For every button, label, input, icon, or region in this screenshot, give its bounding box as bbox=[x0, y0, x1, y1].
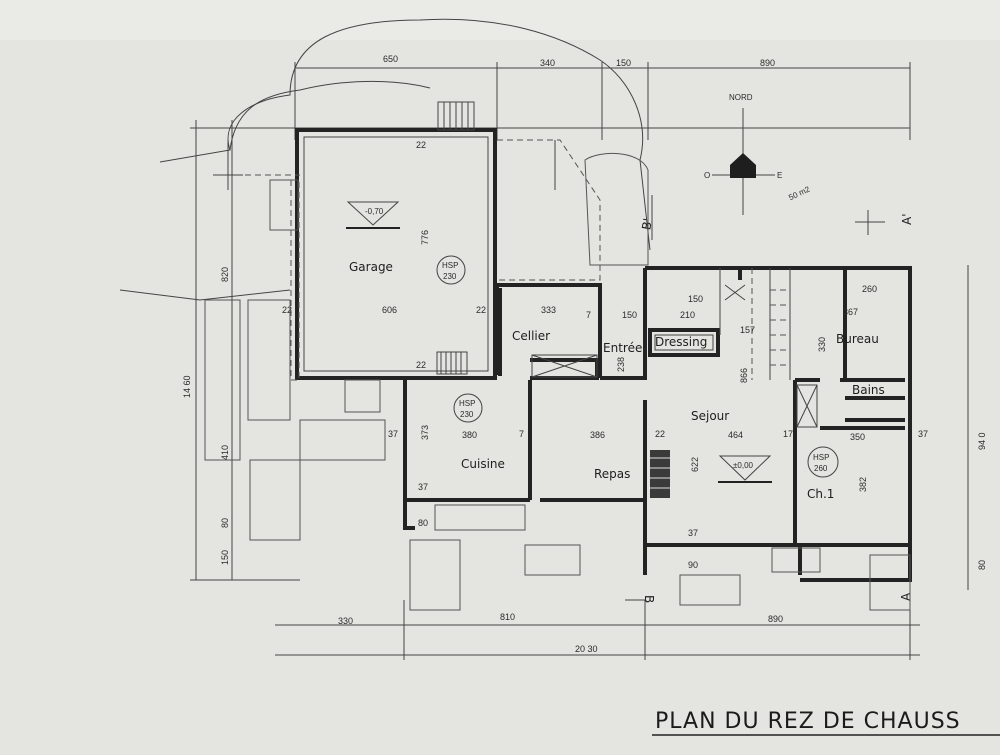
plan-title: PLAN DU REZ DE CHAUSS bbox=[655, 709, 961, 734]
svg-text:7: 7 bbox=[586, 310, 591, 320]
dim-bottom-890: 890 bbox=[768, 614, 783, 624]
cellier-box bbox=[531, 354, 598, 378]
room-label-garage: Garage bbox=[349, 260, 393, 274]
dim-left-820: 820 bbox=[220, 267, 230, 282]
svg-text:22: 22 bbox=[476, 305, 486, 315]
svg-text:230: 230 bbox=[460, 410, 474, 419]
terrace-outline bbox=[497, 139, 601, 281]
svg-text:HSP: HSP bbox=[459, 399, 475, 408]
svg-text:22: 22 bbox=[282, 305, 292, 315]
dim-garage-width: 606 bbox=[382, 305, 397, 315]
svg-text:22: 22 bbox=[416, 360, 426, 370]
dim-left-410: 410 bbox=[220, 445, 230, 460]
svg-text:7: 7 bbox=[519, 429, 524, 439]
svg-text:-0,70: -0,70 bbox=[365, 207, 384, 216]
svg-text:HSP: HSP bbox=[813, 453, 829, 462]
dim-right-940: 94 0 bbox=[977, 432, 987, 450]
dim-entree-height: 238 bbox=[616, 357, 626, 372]
svg-text:B': B' bbox=[639, 217, 655, 231]
svg-text:230: 230 bbox=[443, 272, 457, 281]
dim-sejour-width: 464 bbox=[728, 430, 743, 440]
dim-total: 20 30 bbox=[575, 644, 598, 654]
dim-left-150: 150 bbox=[220, 550, 230, 565]
svg-text:B: B bbox=[642, 595, 656, 603]
svg-text:37: 37 bbox=[418, 482, 428, 492]
dim-top-890: 890 bbox=[760, 58, 775, 68]
svg-text:37: 37 bbox=[388, 429, 398, 439]
dim-chambre-height: 382 bbox=[858, 477, 868, 492]
hearth bbox=[650, 450, 670, 498]
hsp-chambre: HSP 260 bbox=[807, 446, 839, 478]
hsp-cuisine: HSP 230 bbox=[453, 393, 483, 423]
svg-text:HSP: HSP bbox=[442, 261, 458, 270]
svg-text:E: E bbox=[777, 171, 782, 180]
room-label-repas: Repas bbox=[594, 467, 630, 481]
dim-left-80: 80 bbox=[220, 518, 230, 528]
dim-bureau: 367 bbox=[843, 307, 858, 317]
garage-stairs bbox=[436, 351, 468, 375]
dim-dressing: 210 bbox=[680, 310, 695, 320]
dim-cuisine-width: 380 bbox=[462, 430, 477, 440]
room-label-chambre: Ch.1 bbox=[807, 487, 834, 501]
svg-text:150: 150 bbox=[688, 294, 703, 304]
room-label-bureau: Bureau bbox=[836, 332, 879, 346]
sejour-level-marker: ±0,00 bbox=[718, 455, 772, 483]
svg-text:±0,00: ±0,00 bbox=[733, 461, 754, 470]
svg-text:37: 37 bbox=[688, 528, 698, 538]
section-mark-a-top: A' bbox=[855, 210, 914, 235]
dim-top-650: 650 bbox=[383, 54, 398, 64]
section-mark-b-bottom: B bbox=[625, 595, 656, 603]
room-label-entree: Entrée bbox=[603, 341, 642, 355]
room-label-dressing: Dressing bbox=[655, 335, 707, 349]
section-mark-b-top: B' bbox=[639, 195, 655, 240]
svg-text:80: 80 bbox=[418, 518, 428, 528]
dim-entree-width: 150 bbox=[622, 310, 637, 320]
dim-left-1460: 14 60 bbox=[182, 375, 192, 398]
dim-bureau-height: 330 bbox=[817, 337, 827, 352]
svg-text:22: 22 bbox=[655, 429, 665, 439]
bathroom-box bbox=[796, 384, 818, 428]
dim-bottom-810: 810 bbox=[500, 612, 515, 622]
exterior-stairs bbox=[437, 101, 475, 131]
section-mark-a-bottom: A bbox=[899, 592, 913, 601]
dim-chambre-width: 350 bbox=[850, 432, 865, 442]
svg-text:A': A' bbox=[900, 213, 914, 225]
svg-text:260: 260 bbox=[814, 464, 828, 473]
dim-sejour-height: 866 bbox=[739, 368, 749, 383]
room-label-sejour: Sejour bbox=[691, 409, 729, 423]
dim-top-340: 340 bbox=[540, 58, 555, 68]
svg-text:A: A bbox=[899, 592, 913, 601]
svg-text:22: 22 bbox=[416, 140, 426, 150]
stone-walls bbox=[204, 152, 911, 611]
dim-right-80: 80 bbox=[977, 560, 987, 570]
dim-bottom-330: 330 bbox=[338, 616, 353, 626]
dim-garage-height: 776 bbox=[420, 230, 430, 245]
north-arrow: NORD O E 50 m2 bbox=[704, 93, 812, 215]
dim-repas: 386 bbox=[590, 430, 605, 440]
garage-level-marker: -0,70 bbox=[346, 201, 400, 229]
svg-text:17: 17 bbox=[783, 429, 793, 439]
dim-cellier: 333 bbox=[541, 305, 556, 315]
hsp-garage: HSP 230 bbox=[436, 255, 466, 285]
room-label-cellier: Cellier bbox=[512, 329, 550, 343]
dim-stairs: 157 bbox=[740, 325, 755, 335]
svg-text:O: O bbox=[704, 171, 710, 180]
dim-sejour-622: 622 bbox=[690, 457, 700, 472]
svg-text:260: 260 bbox=[862, 284, 877, 294]
svg-text:NORD: NORD bbox=[729, 93, 753, 102]
interior-stairs bbox=[719, 268, 791, 380]
svg-text:37: 37 bbox=[918, 429, 928, 439]
room-label-bains: Bains bbox=[852, 383, 885, 397]
garage-walls bbox=[295, 128, 497, 380]
dim-top-150: 150 bbox=[616, 58, 631, 68]
room-label-cuisine: Cuisine bbox=[461, 457, 505, 471]
terrain-outline bbox=[119, 18, 651, 301]
svg-text:90: 90 bbox=[688, 560, 698, 570]
dim-cuisine-height: 373 bbox=[420, 425, 430, 440]
